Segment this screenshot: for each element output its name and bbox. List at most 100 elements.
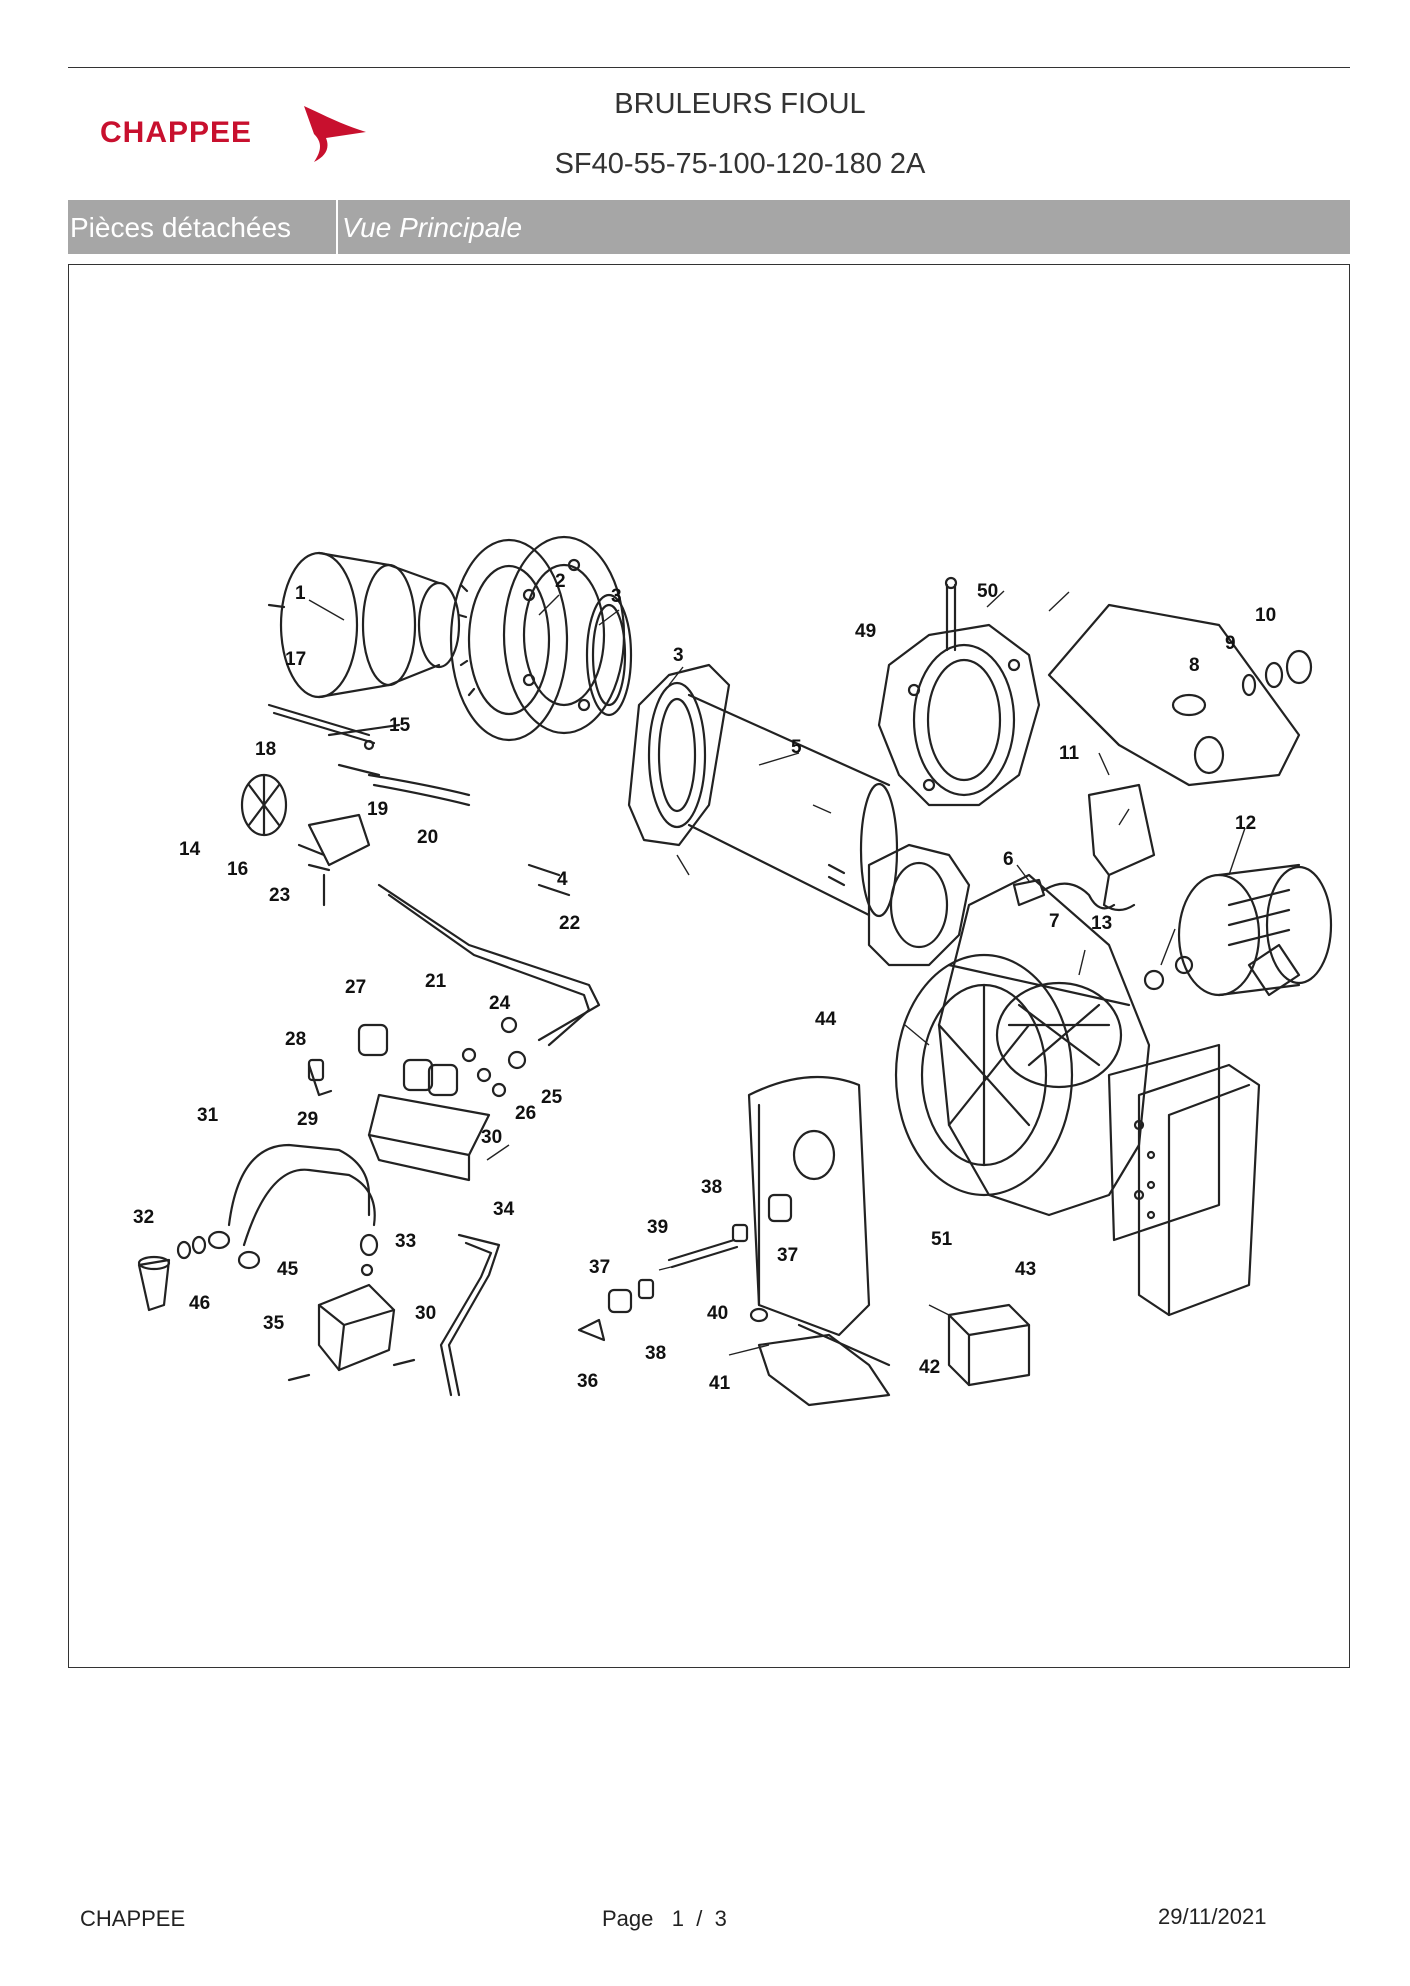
part-fittings [461, 1016, 527, 1098]
callout-14: 14 [179, 839, 201, 860]
callout-7: 7 [1049, 911, 1060, 932]
section-bar-left-cell: Pièces détachées [68, 200, 338, 254]
part-swirler [240, 773, 288, 837]
footer-page-sep: / [696, 1906, 703, 1931]
part-fan-housing [937, 873, 1151, 1217]
footer-page-label: Page [602, 1906, 654, 1931]
part-valve-block [307, 1023, 491, 1182]
part-nozzle-holder [297, 813, 371, 907]
part-air-box [877, 623, 1041, 807]
header-rule [68, 67, 1350, 68]
callout-5: 5 [791, 737, 802, 758]
callout-30b: 30 [415, 1303, 436, 1324]
callout-40: 40 [707, 1303, 728, 1324]
footer-company: CHAPPEE [80, 1906, 186, 1931]
callout-11: 11 [1059, 743, 1080, 764]
callout-26: 26 [515, 1103, 536, 1124]
part-pump [287, 1233, 416, 1382]
model-range: SF40-55-75-100-120-180 2A [554, 148, 926, 180]
callout-41: 41 [709, 1373, 731, 1394]
callout-39: 39 [647, 1217, 668, 1238]
part-volute [894, 953, 1074, 1197]
part-photocell [1012, 878, 1116, 910]
part-sliding-flange [627, 663, 731, 847]
part-rod [944, 576, 958, 652]
part-ring [585, 593, 633, 717]
part-control-box [1137, 1063, 1261, 1317]
callout-35: 35 [263, 1313, 285, 1334]
part-flexible-hoses [207, 1143, 376, 1270]
footer-page-current: 1 [671, 1906, 684, 1931]
callout-10: 10 [1255, 605, 1276, 626]
callout-8: 8 [1189, 655, 1200, 676]
callout-46: 46 [189, 1293, 210, 1314]
part-shaft-items [577, 1193, 793, 1342]
part-base [749, 1307, 891, 1407]
exploded-view-diagram: 1 2 3 3 4 5 6 7 8 9 10 11 12 13 14 15 16… [133, 535, 1333, 1407]
part-elbow [307, 1063, 333, 1097]
footer-pagination: Page 1 / 3 [602, 1906, 727, 1932]
footer-page-total: 3 [714, 1906, 727, 1931]
part-ignition-transformer [1087, 783, 1156, 912]
callout-20: 20 [417, 827, 438, 848]
part-oil-lines [377, 863, 601, 1047]
callout-12: 12 [1235, 813, 1256, 834]
callout-37b: 37 [777, 1245, 798, 1266]
part-coil-box [947, 1303, 1031, 1387]
callout-49: 49 [855, 621, 876, 642]
part-washer [1143, 969, 1165, 991]
callout-3b: 3 [673, 645, 684, 666]
callout-17: 17 [285, 649, 306, 670]
part-electrodes [267, 703, 471, 807]
callout-9: 9 [1225, 633, 1236, 654]
part-blast-tube [687, 693, 899, 918]
section-bar: Pièces détachées Vue Principale [68, 200, 1350, 254]
callout-32: 32 [133, 1207, 154, 1228]
callout-29: 29 [297, 1109, 318, 1130]
part-motor [1174, 863, 1333, 997]
leader-lines [308, 590, 1246, 1356]
callout-37a: 37 [589, 1257, 610, 1278]
callout-numbers: 1 2 3 3 4 5 6 7 8 9 10 11 12 13 14 15 16… [133, 571, 1276, 1394]
callout-16: 16 [227, 859, 248, 880]
callout-34: 34 [493, 1199, 515, 1220]
callout-1: 1 [295, 583, 306, 604]
part-burner-head [267, 551, 461, 699]
footer-date: 29/11/2021 [1158, 1904, 1267, 1929]
callout-13: 13 [1091, 913, 1112, 934]
callout-2: 2 [555, 571, 566, 592]
part-insulating-gasket [449, 538, 569, 742]
document-title: BRULEURS FIOUL [614, 88, 866, 120]
callout-18: 18 [255, 739, 276, 760]
callout-3a: 3 [611, 586, 622, 607]
chappee-logo: CHAPPEE [100, 100, 370, 170]
view-name: Vue Principale [342, 212, 523, 243]
callout-19: 19 [367, 799, 388, 820]
callout-28: 28 [285, 1029, 306, 1050]
callout-44: 44 [815, 1009, 837, 1030]
callout-33: 33 [395, 1231, 416, 1252]
callout-30a: 30 [481, 1127, 502, 1148]
part-return-line [439, 1233, 501, 1397]
part-pedestal [747, 1075, 871, 1337]
callout-45: 45 [277, 1259, 299, 1280]
callout-51: 51 [931, 1229, 953, 1250]
logo-chevron-icon [304, 106, 366, 162]
callout-15: 15 [389, 715, 411, 736]
callout-22: 22 [559, 913, 580, 934]
part-mounting-plate [867, 843, 971, 967]
callout-27: 27 [345, 977, 366, 998]
diagram-frame: 1 2 3 3 4 5 6 7 8 9 10 11 12 13 14 15 16… [68, 264, 1350, 1668]
callout-4: 4 [557, 869, 568, 890]
logo-wordmark: CHAPPEE [100, 116, 253, 149]
part-cover [1047, 603, 1301, 787]
callout-38b: 38 [645, 1343, 666, 1364]
callout-36: 36 [577, 1371, 598, 1392]
part-filter [137, 1235, 207, 1312]
callout-50: 50 [977, 581, 998, 602]
callout-6: 6 [1003, 849, 1014, 870]
callout-42: 42 [919, 1357, 940, 1378]
part-seals [1241, 649, 1313, 697]
callout-43: 43 [1015, 1259, 1036, 1280]
callout-24: 24 [489, 993, 511, 1014]
